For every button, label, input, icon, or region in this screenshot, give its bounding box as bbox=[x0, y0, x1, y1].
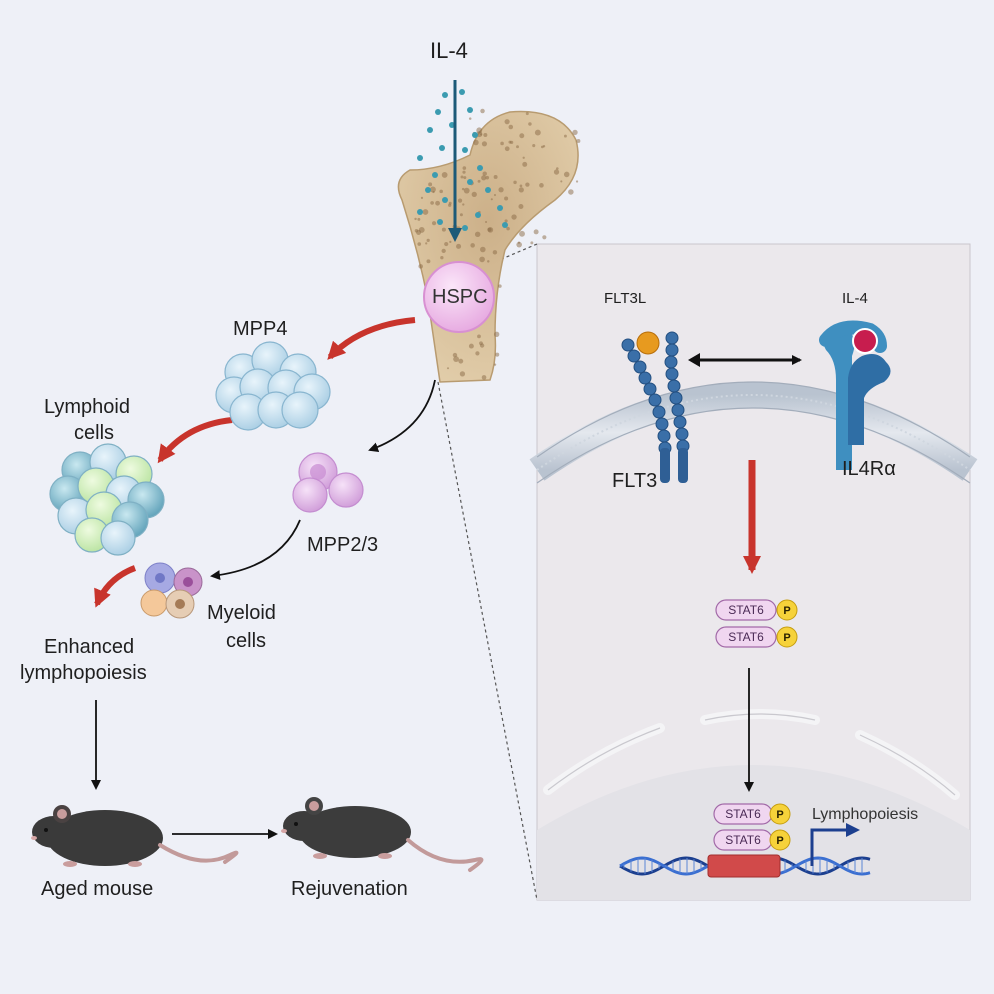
il4ra-receptor bbox=[819, 320, 891, 470]
hspc-to-mpp4-arrow bbox=[327, 317, 416, 360]
enhanced-label-line2: lymphopoiesis bbox=[20, 662, 147, 684]
il4ra-label: IL4Rα bbox=[842, 458, 896, 480]
stat6-dna-label-1: STAT6 bbox=[725, 807, 761, 821]
hspc-cell bbox=[423, 261, 495, 333]
transcription-arrow bbox=[810, 828, 848, 866]
lymphoid-cluster bbox=[49, 443, 165, 556]
flt3l-label: FLT3L bbox=[604, 290, 647, 307]
myeloid-label-line1: Myeloid bbox=[207, 602, 276, 624]
myeloid-cluster bbox=[140, 562, 203, 619]
flt3-label: FLT3 bbox=[612, 470, 658, 492]
hspc-to-mpp23-arrow bbox=[368, 379, 436, 452]
il4-ligand bbox=[852, 328, 878, 354]
mpp23-cluster bbox=[292, 452, 364, 513]
il4-title: IL-4 bbox=[430, 38, 468, 63]
il4-ligand-label: IL-4 bbox=[842, 290, 868, 307]
to-enhanced-arrow bbox=[94, 565, 137, 608]
enhanced-label-line1: Enhanced bbox=[44, 636, 135, 658]
phospho-label-2: P bbox=[783, 632, 790, 644]
zoom-guide-bottom bbox=[437, 381, 538, 901]
aged-mouse-label: Aged mouse bbox=[41, 878, 154, 900]
hspc-label: HSPC bbox=[432, 286, 488, 308]
lymphoid-label-line2: cells bbox=[74, 422, 115, 444]
mpp4-label: MPP4 bbox=[233, 318, 288, 340]
rejuvenated-mouse bbox=[281, 797, 484, 872]
stat6-label-1: STAT6 bbox=[728, 603, 764, 617]
mpp23-to-myeloid-arrow bbox=[210, 519, 301, 581]
mpp4-cluster bbox=[215, 341, 331, 431]
lymphopoiesis-label: Lymphopoiesis bbox=[812, 806, 919, 823]
mpp4-to-lymphoid-arrow bbox=[157, 417, 233, 464]
mpp23-label: MPP2/3 bbox=[307, 534, 379, 556]
myeloid-label-line2: cells bbox=[226, 630, 267, 652]
stat6-dna-label-2: STAT6 bbox=[725, 833, 761, 847]
phospho-dna-label-1: P bbox=[776, 809, 783, 821]
phospho-label-1: P bbox=[783, 605, 790, 617]
lymphoid-label-line1: Lymphoid bbox=[44, 396, 130, 418]
phospho-dna-label-2: P bbox=[776, 835, 783, 847]
rejuvenation-label: Rejuvenation bbox=[291, 878, 408, 900]
stat6-binding-site bbox=[707, 854, 781, 878]
stat6-dimer bbox=[715, 599, 798, 648]
aged-mouse bbox=[31, 805, 239, 867]
flt3-receptor bbox=[621, 331, 690, 483]
flt3l-ligand bbox=[636, 331, 660, 355]
stat6-label-2: STAT6 bbox=[728, 630, 764, 644]
stat6-dimer-dna bbox=[713, 803, 791, 851]
